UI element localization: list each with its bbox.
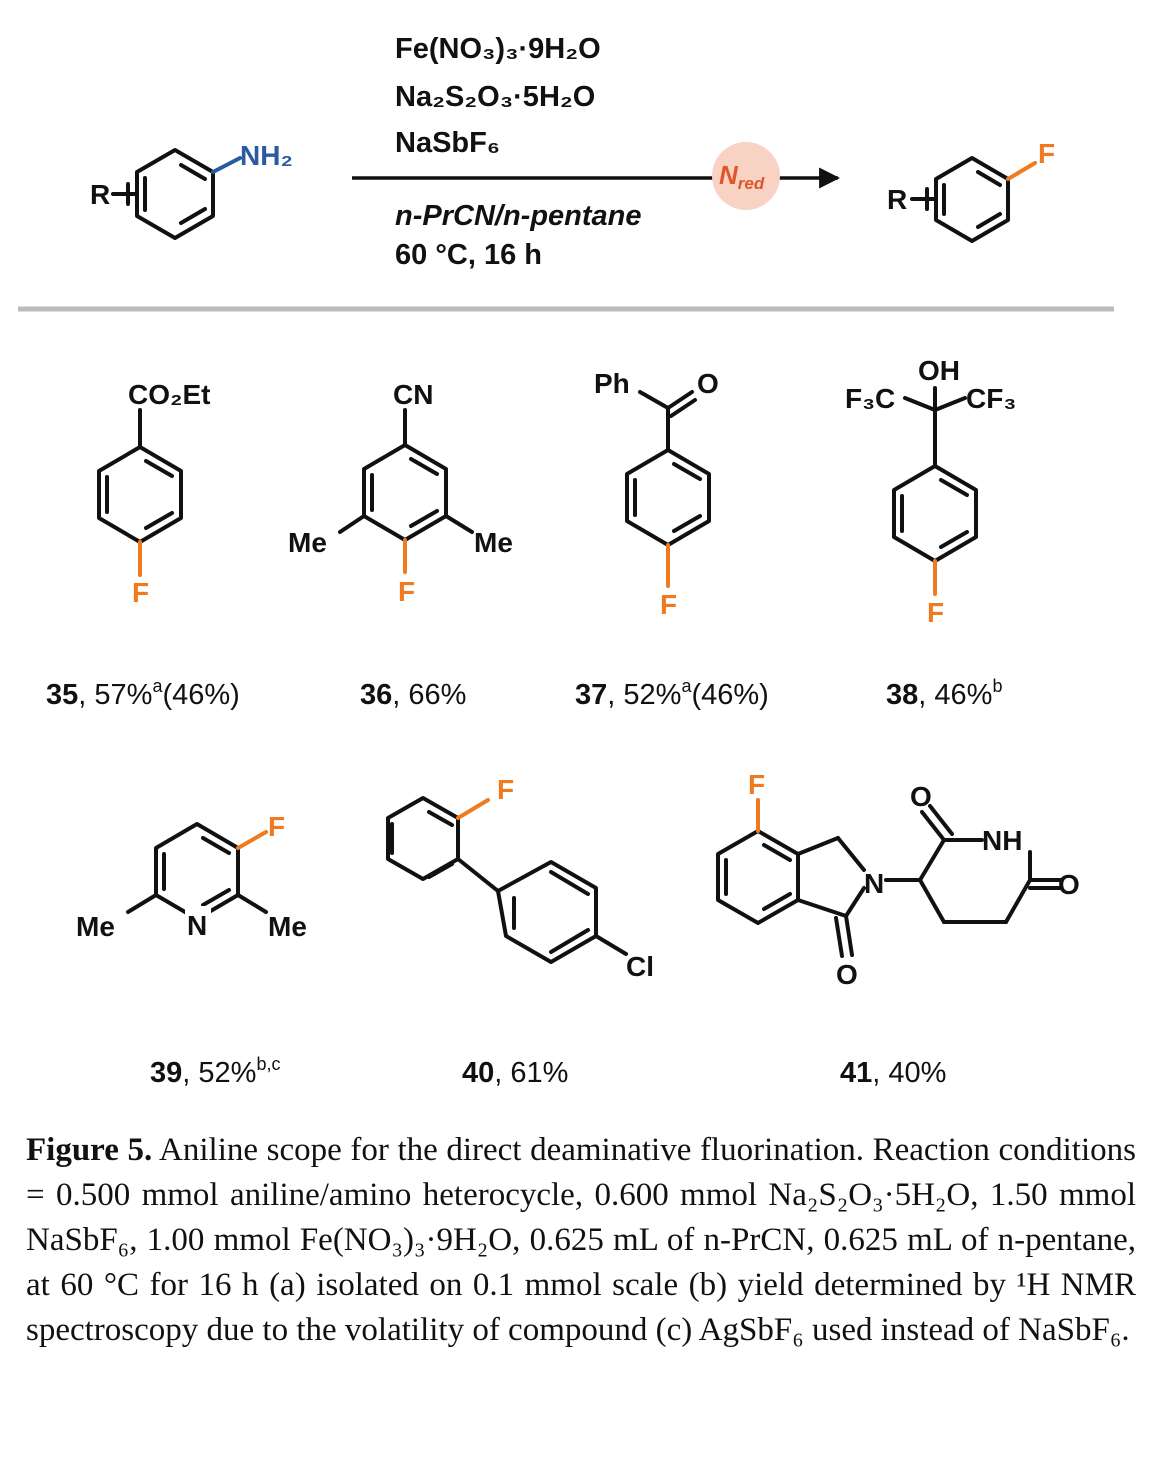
compound-38: OH F₃C CF₃ F <box>845 355 1016 628</box>
reaction-scheme: NH₂ R Fe(NO₃)₃·9H₂O Na₂S₂O₃·5H₂O NaSbF₆ … <box>18 33 1114 1089</box>
reagent-1: Fe(NO₃)₃·9H₂O <box>395 33 601 65</box>
caption-text: Aniline scope for the direct deaminative… <box>26 1132 1136 1348</box>
product-structure: F R <box>887 138 1055 243</box>
c36-label-f: F <box>398 576 415 607</box>
yield-label-40: 40, 61% <box>462 1057 568 1089</box>
compound-39: F Me N Me <box>76 811 307 942</box>
yield-label-35: 35, 57%a(46%) <box>46 676 240 711</box>
badge-circle <box>712 142 780 210</box>
c39-label-me-right: Me <box>268 911 307 942</box>
amine-group-label: NH₂ <box>240 140 293 171</box>
condition-temp-time: 60 °C, 16 h <box>395 239 542 271</box>
reactant-structure: NH₂ R <box>90 140 293 240</box>
c37-label-f: F <box>660 589 677 620</box>
c36-label-cn: CN <box>393 379 433 410</box>
c40-label-f: F <box>497 774 514 805</box>
reagent-2: Na₂S₂O₃·5H₂O <box>395 81 595 113</box>
c37-label-ph: Ph <box>594 368 630 399</box>
compound-36: CN Me Me F <box>288 379 513 607</box>
product-substituent-label: R <box>887 184 907 215</box>
c36-label-me-right: Me <box>474 527 513 558</box>
c41-label-o-top: O <box>910 781 932 812</box>
compound-40: F Cl <box>386 774 654 982</box>
c41-label-nh: NH <box>982 825 1022 856</box>
c40-label-cl: Cl <box>626 951 654 982</box>
yield-label-39: 39, 52%b,c <box>150 1054 280 1089</box>
reagent-3: NaSbF₆ <box>395 127 500 159</box>
compound-37: Ph O F <box>594 368 719 620</box>
c41-label-n: N <box>864 868 884 899</box>
c39-label-me-left: Me <box>76 911 115 942</box>
c41-label-f: F <box>748 769 765 800</box>
badge-sub: red <box>738 174 765 193</box>
condition-solvent: n-PrCN/n-pentane <box>395 200 642 232</box>
compound-41: F O NH O N O <box>716 769 1080 990</box>
figure-caption: Figure 5. Aniline scope for the direct d… <box>26 1128 1136 1353</box>
c38-label-f3c: F₃C <box>845 383 895 414</box>
c39-label-n: N <box>187 910 207 941</box>
c39-label-f: F <box>268 811 285 842</box>
svg-text:Nred: Nred <box>719 160 765 193</box>
c41-label-o-bottom: O <box>836 959 858 990</box>
yield-label-41: 41, 40% <box>840 1057 946 1089</box>
reactant-substituent-label: R <box>90 179 110 210</box>
nred-badge: Nred <box>712 142 780 210</box>
badge-main: N <box>719 160 739 190</box>
c36-label-me-left: Me <box>288 527 327 558</box>
c38-label-f: F <box>927 597 944 628</box>
c35-label-f: F <box>132 577 149 608</box>
c41-label-o-right: O <box>1058 869 1080 900</box>
yield-label-37: 37, 52%a(46%) <box>575 676 769 711</box>
c38-label-oh: OH <box>918 355 960 386</box>
compound-35: CO₂Et F <box>97 379 210 608</box>
product-fluorine-label: F <box>1038 138 1055 169</box>
c37-label-o: O <box>697 368 719 399</box>
yield-label-38: 38, 46%b <box>886 676 1002 711</box>
caption-label: Figure 5. <box>26 1132 153 1168</box>
c38-label-cf3: CF₃ <box>966 383 1016 414</box>
yield-label-36: 36, 66% <box>360 679 466 711</box>
c35-label-co2et: CO₂Et <box>128 379 210 410</box>
